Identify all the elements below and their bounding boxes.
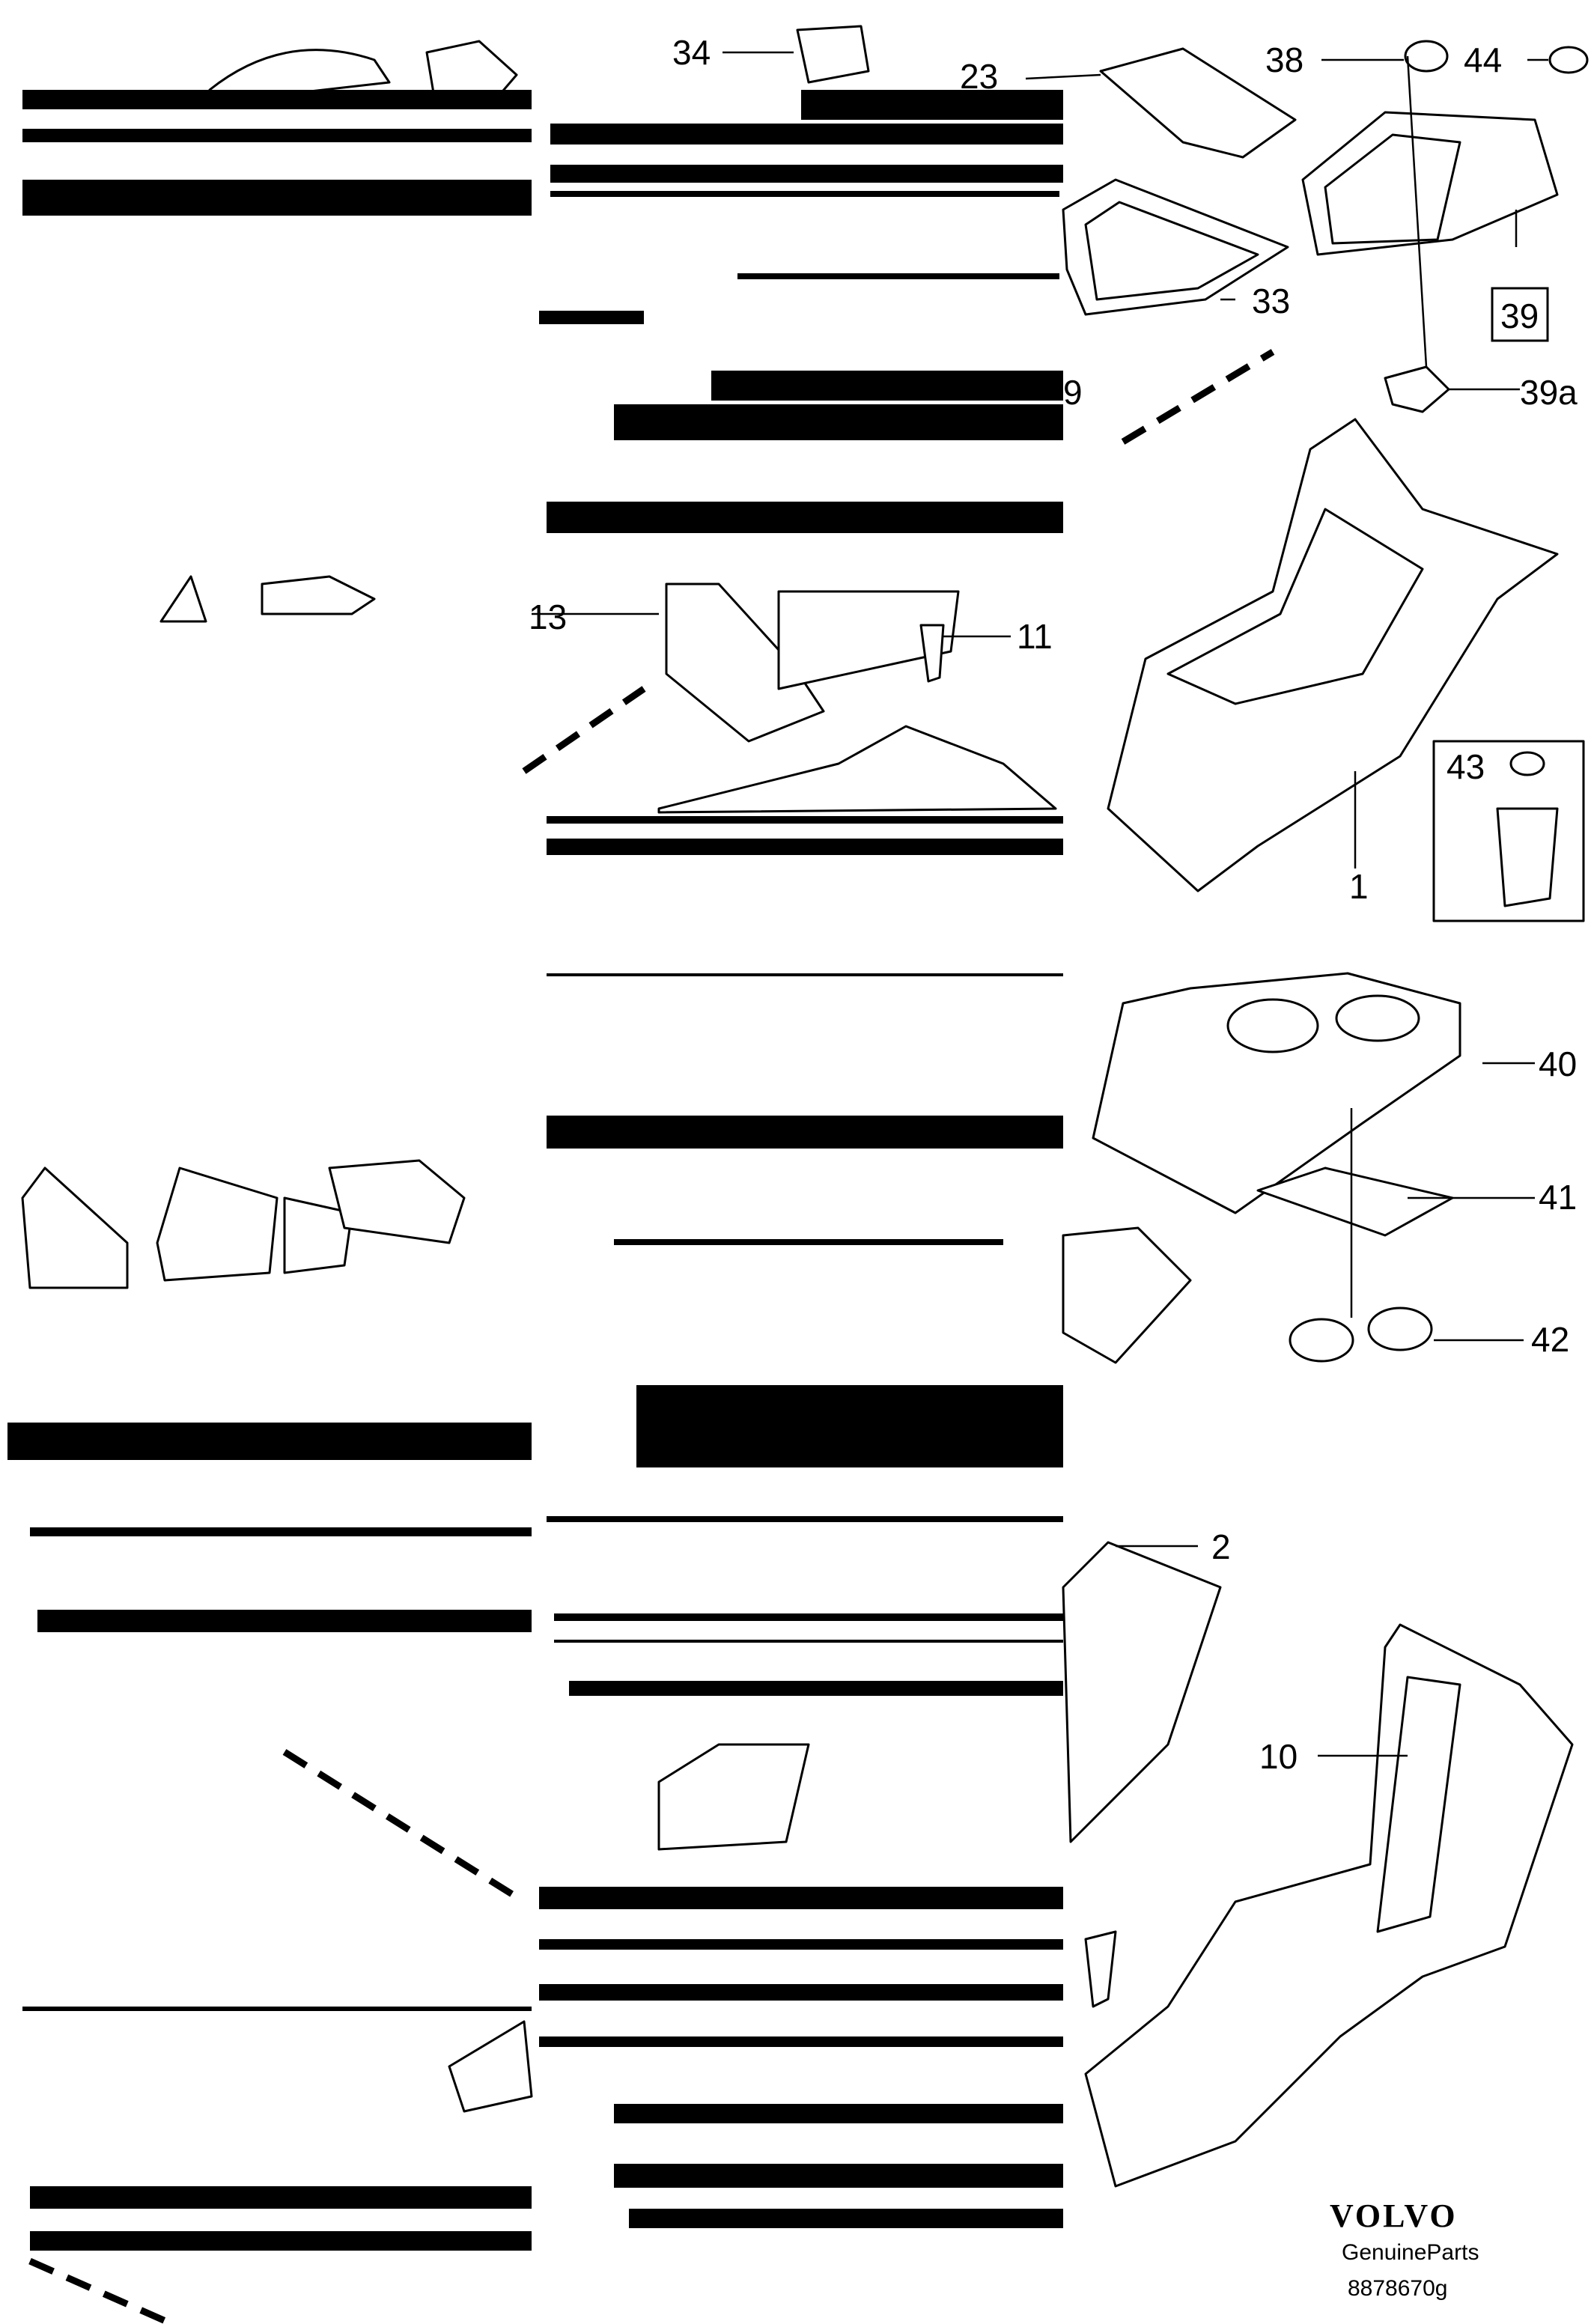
genuine-parts-label: GenuineParts <box>1342 2240 1479 2265</box>
part-41-mat <box>1256 1166 1454 1237</box>
callout-1: 1 <box>1349 867 1369 906</box>
part-42-disc-b <box>1367 1307 1433 1351</box>
callout-33: 33 <box>1252 282 1290 320</box>
left-glitch-strip <box>7 40 533 2324</box>
brand-block: VOLVO GenuineParts 8878670g <box>1330 2197 1479 2301</box>
part-42-disc-a <box>1289 1318 1354 1363</box>
part-39a-connector <box>1384 365 1450 413</box>
part-23-tray <box>1099 47 1297 159</box>
callout-11: 11 <box>1017 617 1053 656</box>
callout-10: 10 <box>1259 1737 1298 1776</box>
callout-40: 40 <box>1539 1044 1577 1083</box>
callout-34: 34 <box>672 33 711 72</box>
callout-39: 39 <box>1500 296 1539 335</box>
part-2-trim <box>1062 1541 1222 1843</box>
callout-41: 41 <box>1539 1178 1577 1217</box>
callout-39-box <box>1491 287 1549 342</box>
callout-2: 2 <box>1211 1527 1231 1566</box>
part-11-screw <box>919 624 945 683</box>
callout-39a: 39a <box>1520 373 1578 412</box>
callout-labels: 34 23 38 44 33 39 39a 9 13 11 1 43 40 41… <box>529 33 1578 1776</box>
callout-43: 43 <box>1446 747 1485 786</box>
leader-lines <box>532 51 1548 1757</box>
part-sketch-13 <box>665 582 825 743</box>
middle-glitch-strip <box>522 90 1063 2228</box>
volvo-logo: VOLVO <box>1330 2197 1458 2234</box>
callout-9: 9 <box>1063 373 1083 412</box>
part-34-clip <box>796 25 870 84</box>
screw-icon <box>1084 1930 1117 2008</box>
callout-13: 13 <box>529 597 567 636</box>
part-38-plug <box>1404 40 1449 73</box>
callout-42: 42 <box>1531 1320 1569 1359</box>
right-diagram-parts <box>796 25 1589 2188</box>
callout-44: 44 <box>1464 40 1502 79</box>
callout-38: 38 <box>1265 40 1303 79</box>
diagram-number: 8878670g <box>1348 2276 1447 2301</box>
callout-23: 23 <box>960 57 998 96</box>
part-44-plug <box>1548 46 1589 74</box>
